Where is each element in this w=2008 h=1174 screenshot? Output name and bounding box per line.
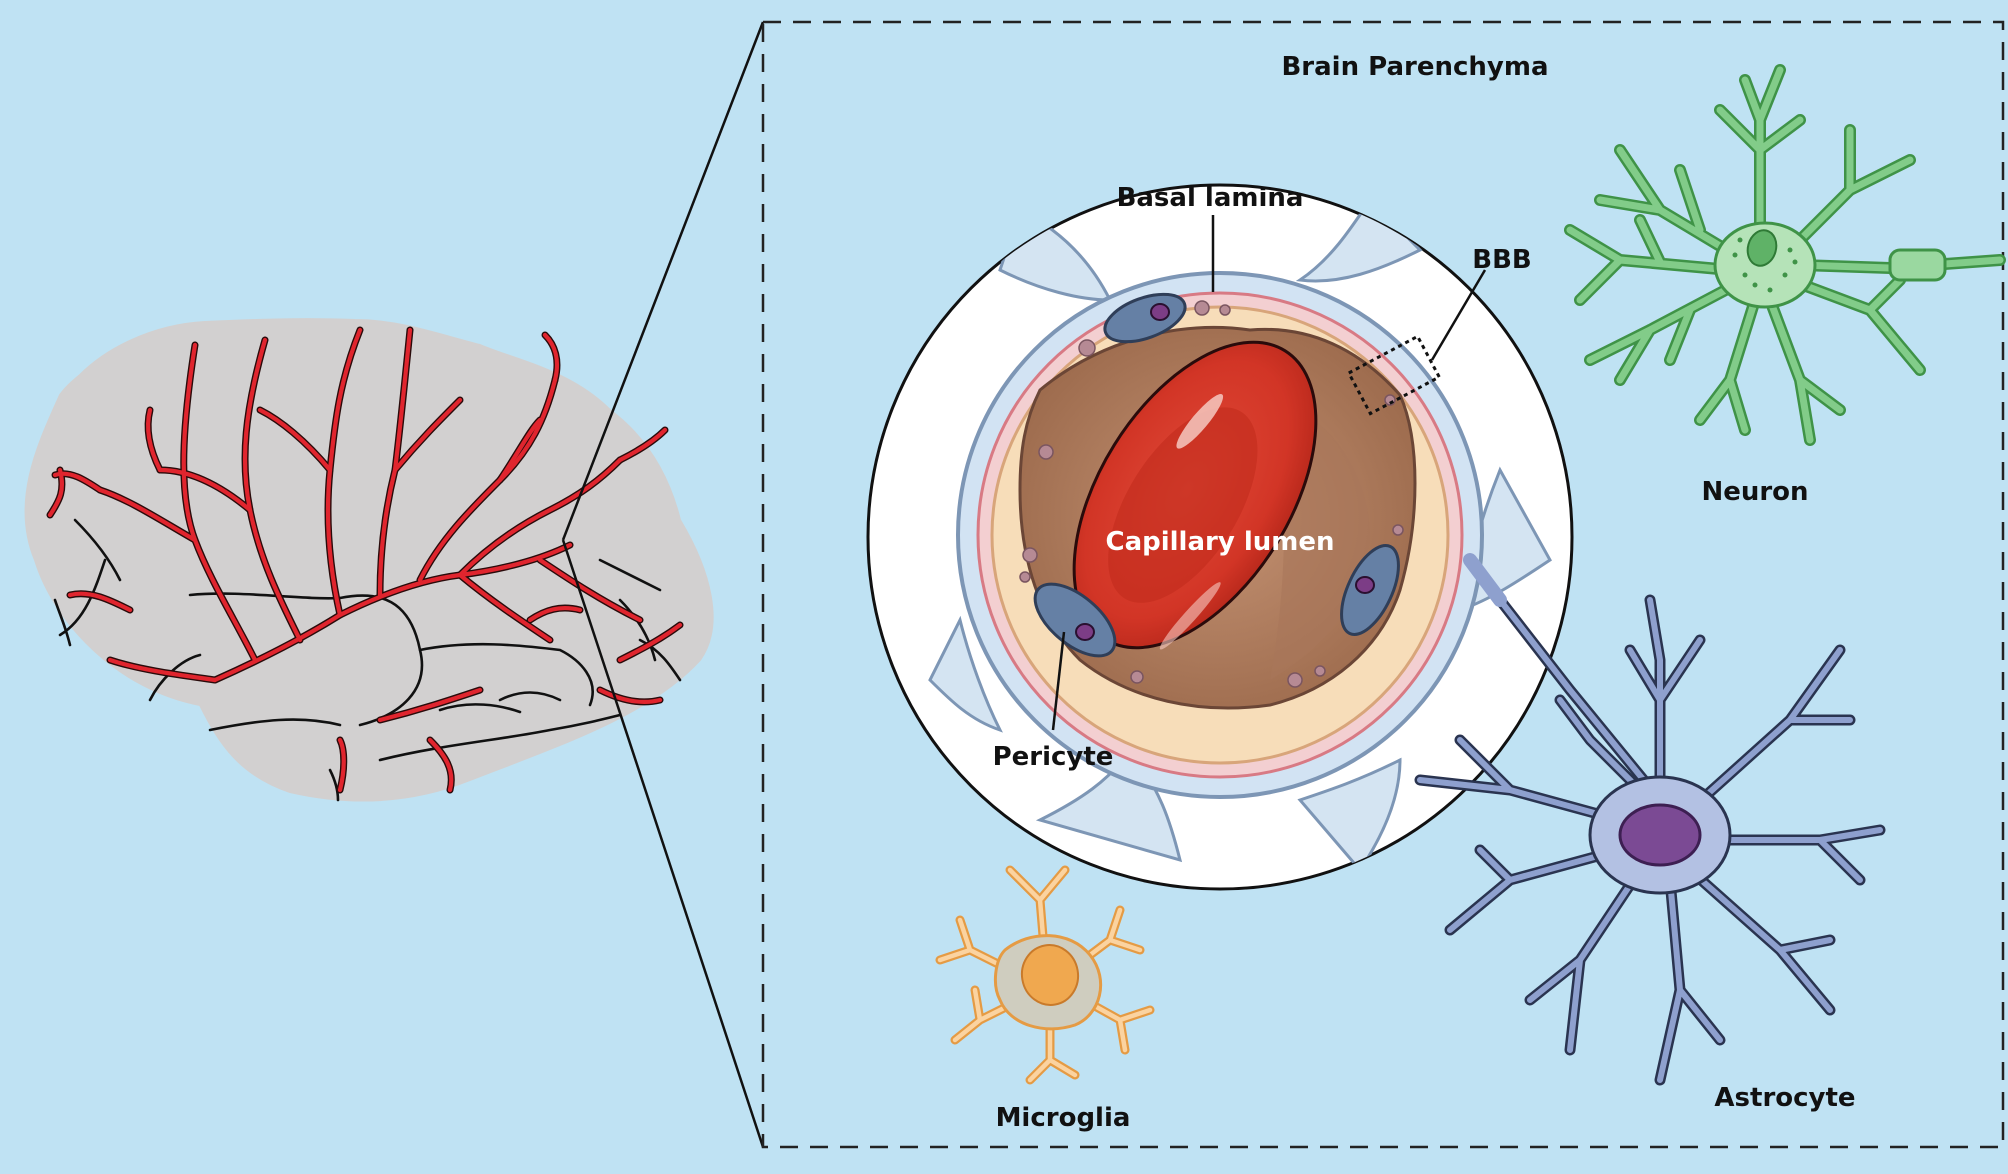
basal-lamina-label: Basal lamina <box>1117 183 1304 213</box>
bbb-region-marker <box>1346 334 1442 416</box>
zoom-line-bottom <box>561 539 765 1148</box>
astrocyte-label: Astrocyte <box>1714 1083 1855 1113</box>
pericyte-cell-icon <box>1033 292 1400 658</box>
bbb-pointer <box>1430 269 1487 361</box>
pericyte-label: Pericyte <box>993 742 1114 772</box>
capillary-lumen-label: Capillary lumen <box>1106 527 1335 557</box>
pericyte-pointer <box>1051 631 1066 731</box>
microglia-label: Microglia <box>996 1103 1131 1133</box>
neuron-cell-icon <box>1564 64 2006 446</box>
zoom-box <box>761 20 2005 1149</box>
astrocyte-cell-icon <box>1414 553 1886 1086</box>
bbb-label: BBB <box>1472 245 1531 275</box>
red-blood-cell-icon <box>1072 340 1318 650</box>
zoom-line-top <box>561 21 765 541</box>
capillary-cross-section-icon <box>866 183 1574 891</box>
microglia-cell-icon <box>935 865 1155 1085</box>
brain-parenchyma-label: Brain Parenchyma <box>1281 52 1548 82</box>
brain-with-vessels-icon <box>24 318 714 802</box>
neuron-label: Neuron <box>1701 477 1808 507</box>
brain-outline <box>24 318 714 802</box>
